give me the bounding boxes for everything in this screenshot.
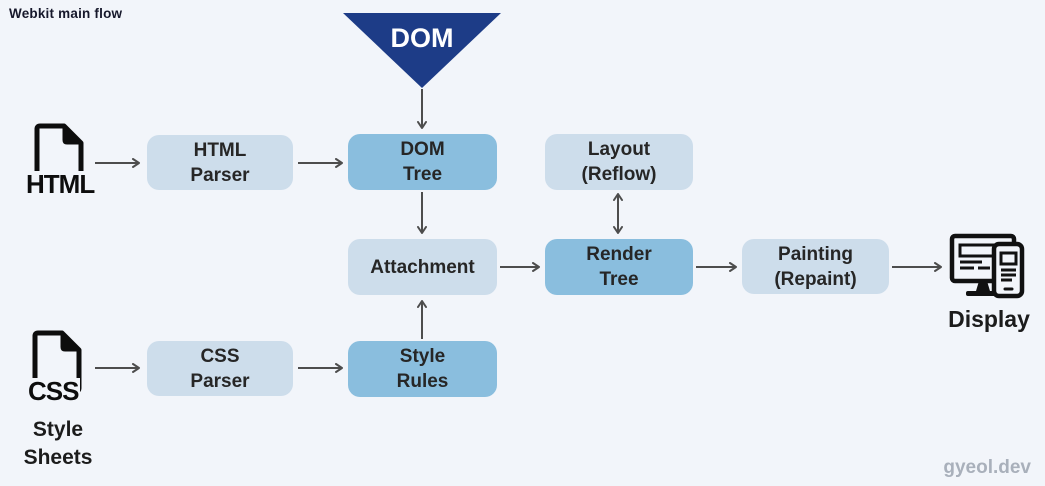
watermark: gyeol.dev	[943, 457, 1031, 478]
node-layout-reflow: Layout (Reflow)	[545, 134, 693, 190]
css-file-caption: Style Sheets	[23, 418, 93, 469]
node-style-rules: Style Rules	[348, 341, 497, 397]
dom-triangle-label: DOM	[390, 23, 454, 53]
node-attachment: Attachment	[348, 239, 497, 295]
node-html-parser: HTML Parser	[147, 135, 293, 190]
node-painting-repaint: Painting (Repaint)	[742, 239, 889, 294]
node-dom-tree: DOM Tree	[348, 134, 497, 190]
page-title: Webkit main flow	[9, 6, 123, 21]
display-caption: Display	[948, 306, 1030, 332]
html-file-icon-label: HTML	[24, 169, 97, 199]
css-file-icon-label: CSS	[26, 376, 81, 406]
node-css-parser: CSS Parser	[147, 341, 293, 396]
node-render-tree: Render Tree	[545, 239, 693, 295]
display-devices-icon	[949, 233, 1025, 299]
